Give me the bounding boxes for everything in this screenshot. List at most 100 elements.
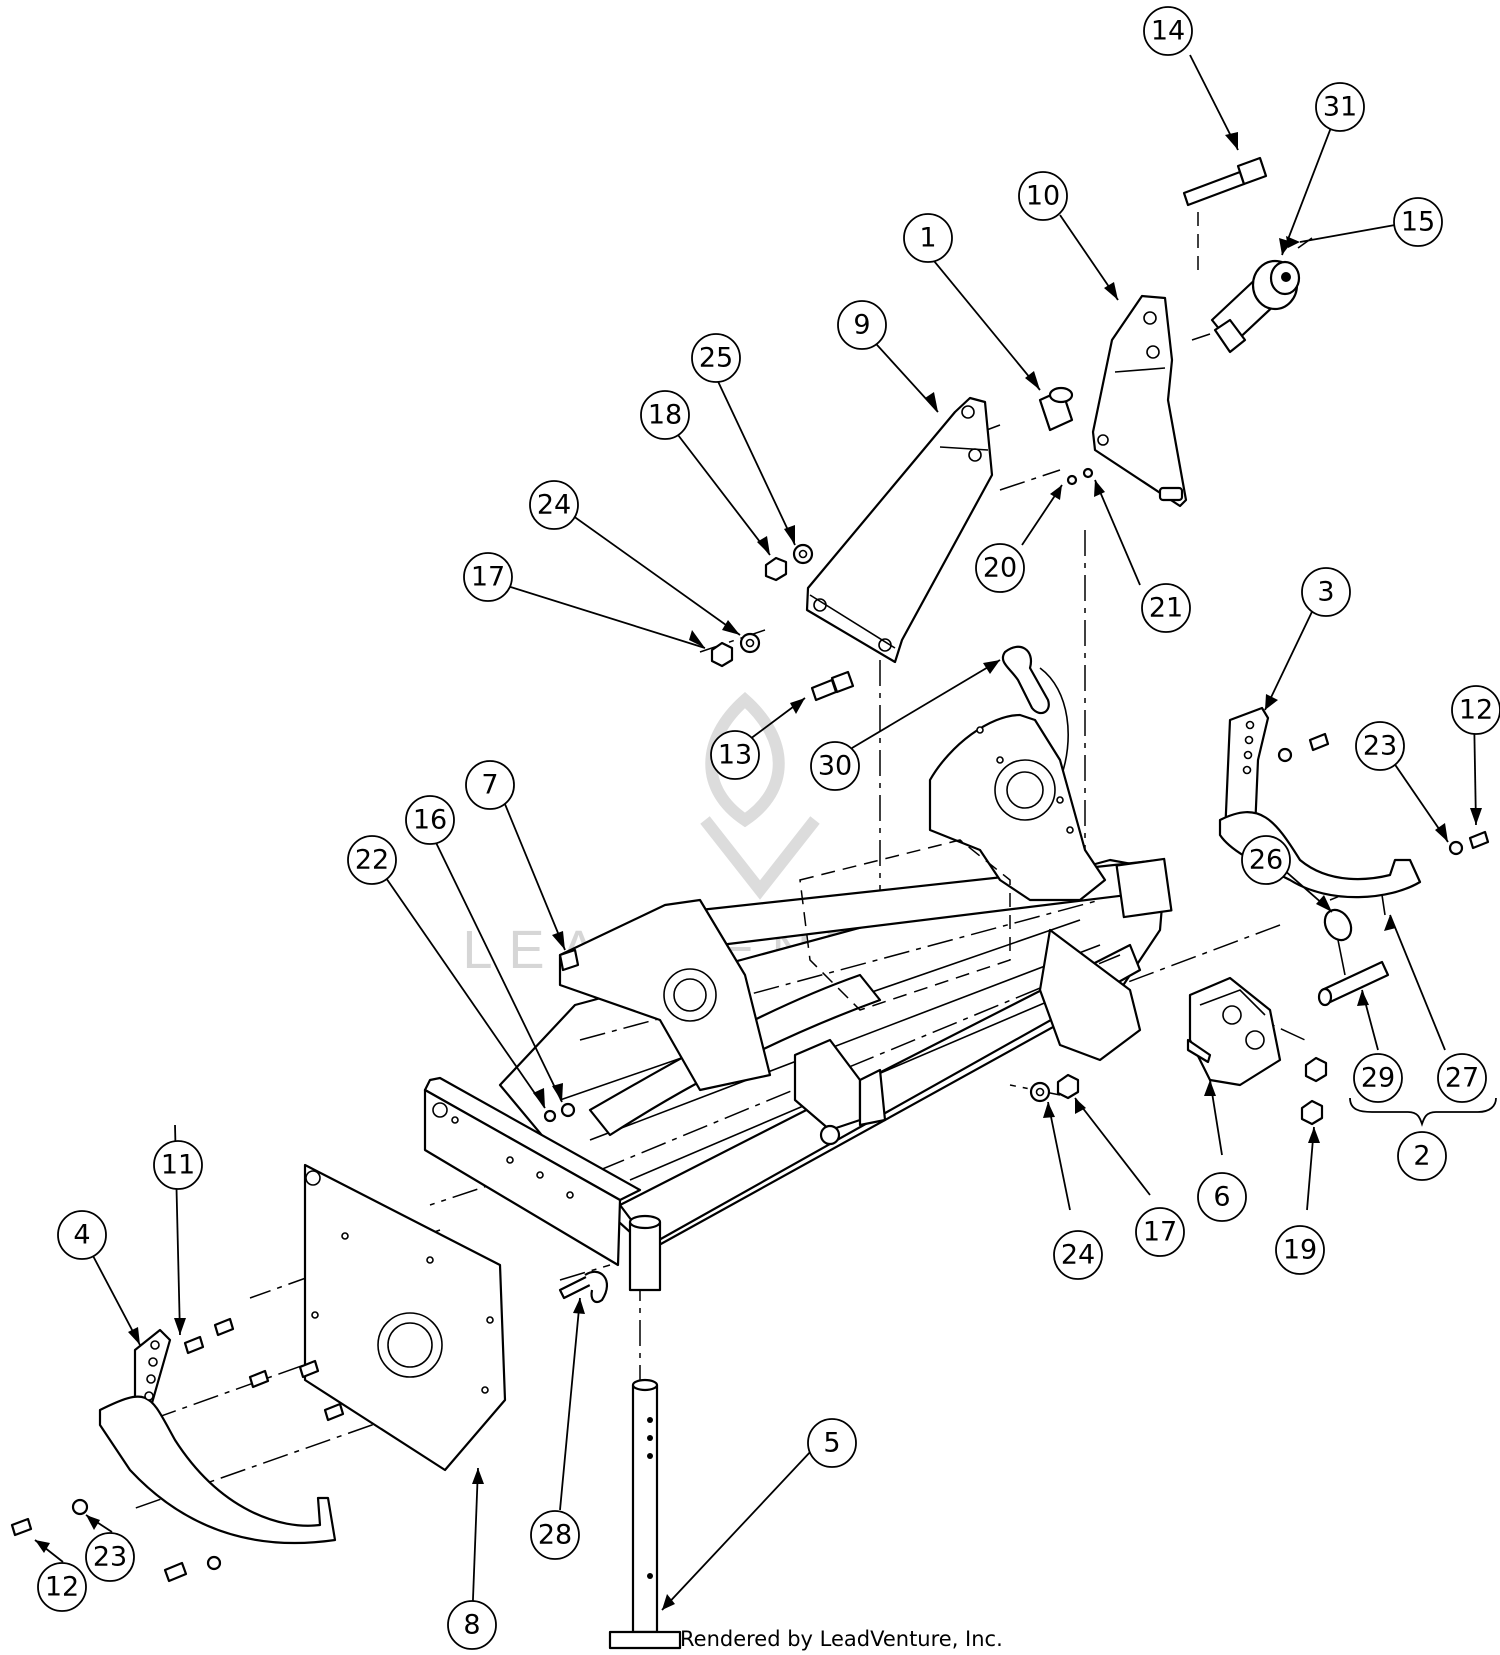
svg-text:30: 30 [818, 751, 852, 782]
callout-14: 14 [1143, 6, 1193, 56]
callout-17-lower: 17 [1135, 1207, 1185, 1257]
callout-25: 25 [691, 333, 741, 383]
svg-text:12: 12 [45, 1572, 79, 1603]
svg-text:11: 11 [161, 1150, 195, 1181]
callout-9: 9 [837, 300, 887, 350]
part-23-washer-lower [71, 1498, 89, 1516]
callout-10: 10 [1018, 171, 1068, 221]
part-27-cotter-pin [1381, 894, 1386, 916]
callout-24-upper: 24 [529, 480, 579, 530]
part-28-clip-pin [558, 1270, 609, 1304]
svg-text:31: 31 [1323, 92, 1357, 123]
part-21-nut [1082, 467, 1094, 479]
part-19-nut-a [1304, 1056, 1328, 1083]
part-12-bolt-upper [1468, 830, 1490, 850]
svg-text:2: 2 [1413, 1141, 1430, 1172]
callout-3: 3 [1301, 567, 1351, 617]
callout-18: 18 [640, 390, 690, 440]
svg-text:17: 17 [1143, 1217, 1177, 1248]
callout-2: 2 [1397, 1131, 1447, 1181]
watermark-logo [700, 691, 820, 900]
main-frame [423, 713, 1173, 1267]
part-6-hitch-bracket [1186, 976, 1282, 1087]
part-17-nut-upper [710, 641, 734, 668]
part-19-nut-b [1300, 1099, 1324, 1126]
part-26-lynch-clip [1323, 908, 1353, 976]
svg-text:20: 20 [983, 553, 1017, 584]
part-31-lock-cylinder [1191, 259, 1301, 354]
callout-30: 30 [810, 741, 860, 791]
svg-text:24: 24 [1061, 1240, 1095, 1271]
svg-text:17: 17 [471, 562, 505, 593]
part-4-skid-shoe [98, 1328, 337, 1545]
callout-17-upper: 17 [463, 552, 513, 602]
callout-22: 22 [347, 835, 397, 885]
part-1-spacer [1038, 386, 1074, 432]
part-14-bolt [1182, 156, 1268, 207]
svg-text:19: 19 [1283, 1235, 1317, 1266]
part-12-bolt-lower [10, 1517, 33, 1537]
callout-27: 27 [1437, 1053, 1487, 1103]
callout-7: 7 [465, 760, 515, 810]
callout-31: 31 [1315, 82, 1365, 132]
part-23-washer-upper [1448, 840, 1464, 856]
callout-1: 1 [903, 213, 953, 263]
svg-text:1: 1 [919, 223, 936, 254]
svg-text:4: 4 [73, 1220, 90, 1251]
callout-6: 6 [1197, 1172, 1247, 1222]
svg-text:24: 24 [537, 490, 571, 521]
callout-26: 26 [1241, 835, 1291, 885]
svg-text:29: 29 [1361, 1063, 1395, 1094]
svg-text:26: 26 [1249, 845, 1283, 876]
svg-text:8: 8 [463, 1610, 480, 1641]
arrowheads [35, 132, 1482, 1610]
svg-text:7: 7 [481, 770, 498, 801]
svg-text:23: 23 [1363, 731, 1397, 762]
callout-11: 11 [153, 1140, 203, 1190]
callout-8: 8 [447, 1600, 497, 1650]
callout-28: 28 [530, 1510, 580, 1560]
part-3-skid-shoe [1218, 706, 1422, 899]
part-29-pin [1317, 960, 1390, 1007]
svg-text:22: 22 [355, 845, 389, 876]
svg-text:23: 23 [93, 1542, 127, 1573]
callout-12-upper: 12 [1451, 685, 1500, 735]
svg-text:28: 28 [538, 1520, 572, 1551]
part-13-bolt [810, 670, 855, 702]
callout-24-lower: 24 [1053, 1230, 1103, 1280]
part-30-u-clip [1001, 645, 1069, 781]
part-11-bolts [183, 1317, 345, 1422]
part-20-washer [1066, 474, 1078, 486]
part-bolt-skid-bottom [163, 1555, 222, 1583]
callout-16: 16 [405, 795, 455, 845]
part-tube-clamp [628, 1214, 662, 1292]
svg-text:16: 16 [413, 805, 447, 836]
part-10-mount-plate [1091, 294, 1188, 508]
callout-5: 5 [807, 1418, 857, 1468]
part-17-nut-lower [1056, 1073, 1080, 1100]
credit-text: Rendered by LeadVenture, Inc. [680, 1627, 1003, 1651]
svg-text:5: 5 [823, 1428, 840, 1459]
svg-text:25: 25 [699, 343, 733, 374]
callout-15: 15 [1393, 197, 1443, 247]
svg-text:21: 21 [1149, 593, 1183, 624]
svg-text:3: 3 [1317, 577, 1334, 608]
callout-4: 4 [57, 1210, 107, 1260]
svg-text:27: 27 [1445, 1063, 1479, 1094]
callout-23-upper: 23 [1355, 721, 1405, 771]
callout-19: 19 [1275, 1225, 1325, 1275]
svg-text:13: 13 [718, 740, 752, 771]
part-9-bracket [805, 396, 994, 664]
part-8-side-plate [303, 1163, 507, 1472]
part-22-washer [543, 1109, 557, 1123]
callout-29: 29 [1353, 1053, 1403, 1103]
callout-23-lower: 23 [85, 1532, 135, 1582]
callout-12-lower: 12 [37, 1562, 87, 1612]
svg-text:14: 14 [1151, 16, 1185, 47]
svg-text:18: 18 [648, 400, 682, 431]
part-18-nut [764, 556, 788, 582]
group-bracket [1349, 1097, 1497, 1127]
svg-text:12: 12 [1459, 695, 1493, 726]
callout-20: 20 [975, 543, 1025, 593]
